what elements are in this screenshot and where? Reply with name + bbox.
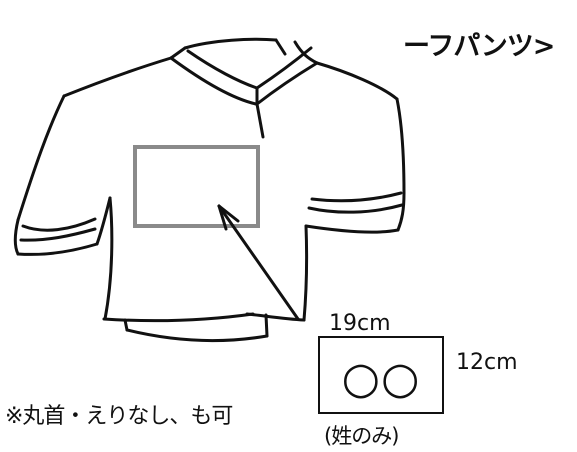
header-text: ーフパンツ>	[403, 31, 555, 62]
print-area-marker	[133, 145, 260, 228]
height-label: 12cm	[456, 350, 518, 375]
name-placeholder: ○○	[341, 353, 421, 404]
caption: (姓のみ)	[324, 424, 399, 448]
width-label: 19cm	[329, 311, 391, 336]
note-text: ※丸首・えりなし、も可	[5, 404, 233, 429]
name-box: ○○	[318, 336, 444, 414]
shirt-outline	[13, 37, 406, 342]
pointer-arrow	[217, 204, 300, 321]
